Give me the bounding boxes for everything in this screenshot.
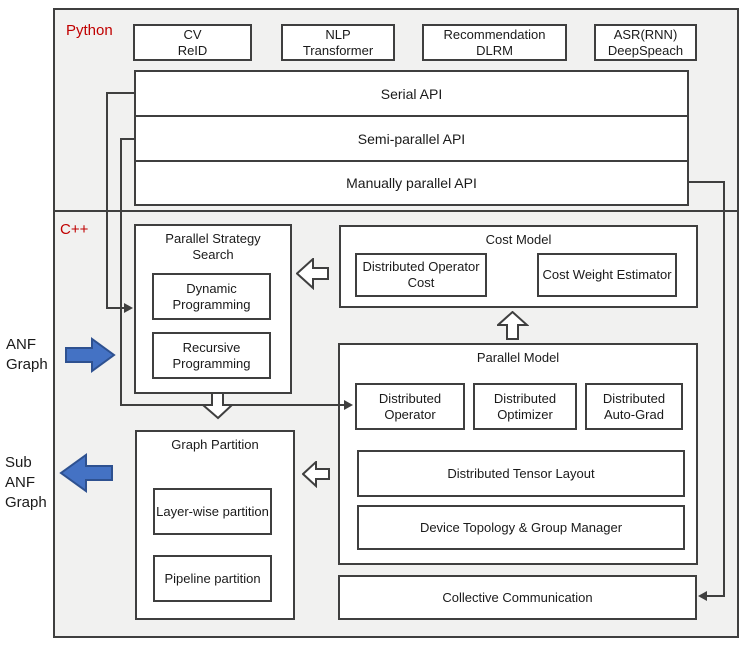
cost-model-title: Cost Model — [485, 232, 552, 247]
layer-wise-partition-box: Layer-wise partition — [153, 488, 272, 535]
connector-serial-api-top — [106, 92, 134, 94]
hollow-up-arrow-parallelmodel-to-costmodel-icon — [497, 311, 529, 340]
distributed-optimizer-box: Distributed Optimizer — [473, 383, 577, 430]
python-cpp-divider — [53, 210, 739, 212]
cost-weight-estimator-box: Cost Weight Estimator — [537, 253, 677, 297]
python-section-label: Python — [66, 22, 113, 39]
manually-parallel-api-bar: Manually parallel API — [134, 160, 689, 206]
parallel-strategy-search-box: Parallel Strategy Search Dynamic Program… — [134, 224, 292, 394]
cpp-section-label: C++ — [60, 221, 89, 238]
cost-model-box: Cost Model Distributed Operator Cost Cos… — [339, 225, 698, 308]
parallel-model-box: Parallel Model Distributed Operator Dist… — [338, 343, 698, 565]
connector-manual-api-top — [689, 181, 725, 183]
pipeline-partition-box: Pipeline partition — [153, 555, 272, 602]
serial-api-bar: Serial API — [134, 70, 689, 117]
sub-anf-graph-label-line: Sub — [5, 454, 32, 471]
arrowhead-into-collective-communication — [698, 591, 707, 601]
device-topology-group-manager-box: Device Topology & Group Manager — [357, 505, 685, 550]
arrowhead-into-distributed-operator — [344, 400, 353, 410]
app-box-nlp-transformer: NLP Transformer — [281, 24, 395, 61]
app-box-line: ASR(RNN) — [613, 26, 678, 42]
connector-serial-api-vertical — [106, 92, 108, 309]
app-box-line: DLRM — [476, 42, 513, 58]
anf-graph-label: ANF Graph — [6, 335, 48, 375]
sub-anf-graph-label-line: ANF — [5, 474, 35, 491]
parallel-model-title: Parallel Model — [476, 350, 560, 365]
app-box-line: Recommendation — [443, 26, 546, 42]
collective-communication-bar: Collective Communication — [338, 575, 697, 620]
app-box-asr-deepspeach: ASR(RNN) DeepSpeach — [594, 24, 697, 61]
hollow-down-arrow-search-to-partition-icon — [202, 392, 234, 420]
graph-partition-title: Graph Partition — [171, 437, 259, 452]
sub-anf-graph-label-line: Graph — [5, 494, 47, 511]
distributed-operator-cost-box: Distributed Operator Cost — [355, 253, 487, 297]
dynamic-programming-box: Dynamic Programming — [152, 273, 271, 320]
connector-serial-api-bottom — [106, 307, 125, 309]
connector-semi-api-top — [120, 138, 134, 140]
connector-manual-api-vertical — [723, 181, 725, 597]
graph-partition-box: Graph Partition Layer-wise partition Pip… — [135, 430, 295, 620]
hollow-left-arrow-costmodel-to-search-icon — [296, 258, 329, 290]
app-box-line: Transformer — [302, 42, 374, 58]
recursive-programming-box: Recursive Programming — [152, 332, 271, 379]
app-box-cv-reid: CV ReID — [133, 24, 252, 61]
semi-parallel-api-bar: Semi-parallel API — [134, 115, 689, 162]
blue-left-arrow-sub-anf-graph-out-icon — [59, 453, 113, 493]
anf-graph-label-line: Graph — [6, 356, 48, 373]
connector-semi-api-vertical — [120, 138, 122, 406]
sub-anf-graph-label: Sub ANF Graph — [5, 453, 47, 513]
distributed-tensor-layout-box: Distributed Tensor Layout — [357, 450, 685, 497]
app-box-line: ReID — [177, 42, 208, 58]
distributed-operator-box: Distributed Operator — [355, 383, 465, 430]
hollow-left-arrow-parallelmodel-to-partition-icon — [302, 461, 330, 488]
distributed-auto-grad-box: Distributed Auto-Grad — [585, 383, 683, 430]
app-box-line: CV — [183, 26, 202, 42]
parallel-strategy-search-title: Parallel Strategy Search — [165, 231, 261, 262]
connector-manual-api-bottom — [707, 595, 725, 597]
anf-graph-label-line: ANF — [6, 336, 36, 353]
app-box-line: DeepSpeach — [607, 42, 684, 58]
arrowhead-into-strategy-search — [124, 303, 133, 313]
app-box-line: NLP — [325, 26, 351, 42]
blue-right-arrow-anf-graph-in-icon — [65, 337, 116, 373]
app-box-recommendation-dlrm: Recommendation DLRM — [422, 24, 567, 61]
